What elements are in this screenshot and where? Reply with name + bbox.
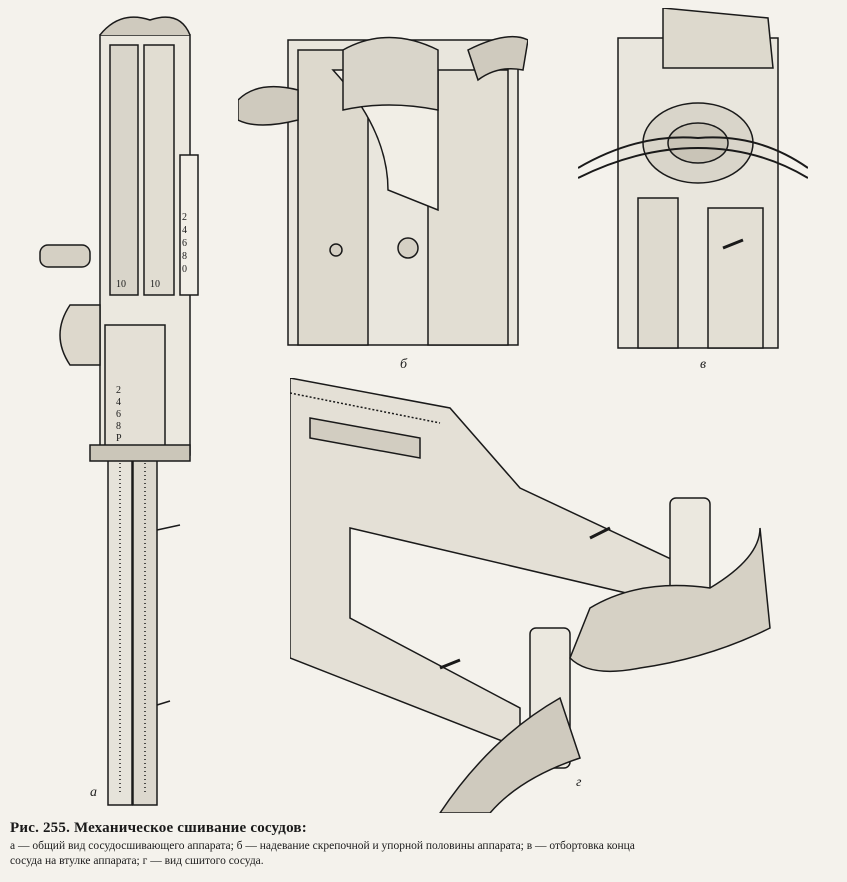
- scale-a-number: 4: [182, 225, 187, 236]
- panel-a-letter: а: [90, 785, 97, 800]
- caption-body: а — общий вид сосудосшивающего аппарата;…: [10, 839, 840, 869]
- caption-line-2: сосуда на втулке аппарата; г — вид сшито…: [10, 855, 264, 867]
- scale-b-number: 2: [116, 385, 121, 396]
- scale-b-number: 6: [116, 409, 121, 420]
- caption-title: Рис. 255. Механическое сшивание сосудов:: [10, 820, 307, 836]
- tick-label: 10: [150, 279, 160, 290]
- panel-b-illustration: [238, 10, 528, 350]
- scale-b-number: 8: [116, 421, 121, 432]
- panel-g-letter: г: [576, 775, 582, 790]
- scale-a-number: 6: [182, 238, 187, 249]
- scale-b-number: P: [116, 433, 122, 444]
- scale-a-number: 8: [182, 251, 187, 262]
- panel-v-letter: в: [700, 357, 707, 372]
- caption-line-1: а — общий вид сосудосшивающего аппарата;…: [10, 840, 635, 852]
- figure-caption: Рис. 255. Механическое сшивание сосудов:…: [10, 820, 840, 869]
- scale-a-number: 0: [182, 264, 187, 275]
- scale-a-number: 2: [182, 212, 187, 223]
- panel-b-letter: б: [400, 357, 408, 372]
- tick-label: 10: [116, 279, 126, 290]
- panel-v-illustration: [578, 8, 808, 353]
- scale-b-number: 4: [116, 397, 121, 408]
- panel-g-illustration: [290, 378, 790, 813]
- panel-a-illustration: 2 4 6 8 0 10 10 2 4 6 8 P: [30, 5, 230, 815]
